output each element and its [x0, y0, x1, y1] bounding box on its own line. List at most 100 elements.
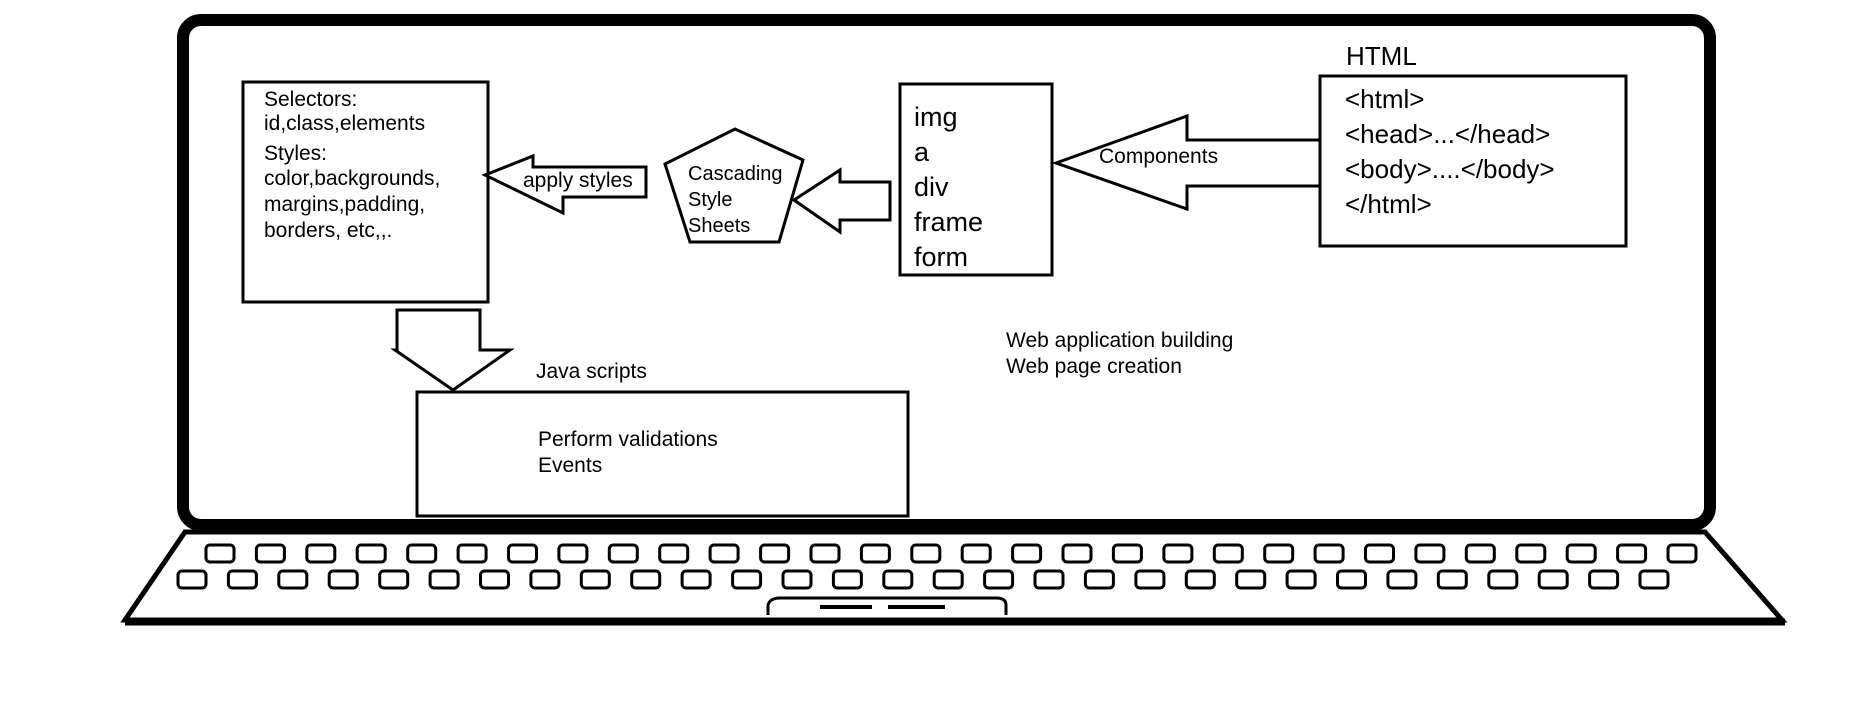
javascript-title: Java scripts [536, 360, 647, 383]
keyboard-key [277, 569, 309, 590]
keyboard-key [781, 569, 813, 590]
css-pentagon-text: Cascading Style Sheets [688, 161, 783, 239]
keyboard-key [859, 543, 891, 564]
keyboard-key [658, 543, 690, 564]
keyboard-key [882, 569, 914, 590]
apply-styles-label: apply styles [523, 169, 633, 192]
keyboard-keys [176, 543, 1698, 590]
web-note-2: Web page creation [1006, 355, 1182, 378]
keyboard-key [1083, 569, 1115, 590]
components-list: img a div frame form [914, 100, 983, 275]
keyboard-key [1436, 569, 1468, 590]
component-div: div [914, 172, 949, 202]
keyboard-key [1364, 543, 1395, 564]
down-arrow-shape [390, 308, 515, 392]
html-line-1: <html> [1345, 84, 1425, 114]
keyboard-key [1313, 543, 1345, 564]
component-img: img [914, 102, 958, 132]
keyboard-key [960, 543, 992, 564]
styles-line-1: color,backgrounds, [264, 167, 441, 190]
keyboard-key [1263, 543, 1295, 564]
keyboard-key [479, 569, 510, 590]
keyboard-key [983, 569, 1015, 590]
selectors-heading: Selectors: [264, 88, 358, 111]
keyboard-key [428, 569, 460, 590]
keyboard-key [204, 543, 236, 564]
keyboard-key [1011, 543, 1043, 564]
component-frame: frame [914, 207, 984, 237]
css-pentagon [663, 127, 805, 244]
keyboard-key [1336, 569, 1367, 590]
keyboard-key [759, 543, 791, 564]
keyboard-key [1515, 543, 1547, 564]
keyboard-key [1638, 569, 1670, 590]
selectors-text: Selectors: id,class,elements Styles: col… [264, 88, 440, 244]
html-title: HTML [1346, 41, 1417, 71]
html-box [1318, 74, 1628, 248]
selectors-styles-box [241, 80, 490, 304]
components-box [898, 82, 1054, 277]
html-line-2: <head>...</head> [1345, 119, 1551, 149]
keyboard-key [731, 569, 763, 590]
keyboard-key [1111, 543, 1143, 564]
keyboard-key [579, 569, 611, 590]
styles-line-2: margins,padding, [264, 193, 426, 216]
css-line-1: Cascading [688, 163, 783, 185]
keyboard-key [1565, 543, 1597, 564]
web-note-1: Web application building [1006, 329, 1234, 352]
javascript-lines: Perform validations Events [538, 427, 718, 479]
keyboard-key [507, 543, 538, 564]
keyboard-key [355, 543, 387, 564]
css-line-2: Style [688, 189, 733, 211]
trackpad [766, 596, 1008, 615]
html-line-4: </html> [1345, 189, 1432, 219]
styles-line-3: borders, etc,,. [264, 219, 393, 242]
keyboard-key [327, 569, 359, 590]
keyboard-key [1414, 543, 1446, 564]
keyboard-key [630, 569, 662, 590]
component-a: a [914, 137, 930, 167]
keyboard-key [456, 543, 488, 564]
components-to-css-arrow [791, 167, 892, 235]
keyboard-key [607, 543, 639, 564]
keyboard-key [1061, 543, 1093, 564]
keyboard-key [557, 543, 589, 564]
keyboard-key [1134, 569, 1166, 590]
keyboard-key [1285, 569, 1317, 590]
keyboard-key [529, 569, 561, 590]
javascript-box [415, 390, 910, 518]
web-notes: Web application building Web page creati… [1006, 328, 1233, 380]
keyboard-key [1212, 543, 1244, 564]
keyboard-key [1464, 543, 1496, 564]
keyboard-key [809, 543, 841, 564]
components-arrow-label: Components [1099, 145, 1219, 168]
keyboard-key [378, 569, 410, 590]
keyboard-key [1588, 569, 1620, 590]
keyboard-key [1616, 543, 1648, 564]
keyboard-key [1537, 569, 1569, 590]
keyboard-key [1162, 543, 1194, 564]
html-line-3: <body>....</body> [1345, 154, 1555, 184]
keyboard-key [1033, 569, 1065, 590]
styles-heading: Styles: [264, 142, 328, 165]
keyboard-key [1666, 543, 1698, 564]
keyboard-key [406, 543, 438, 564]
css-line-3: Sheets [688, 215, 751, 237]
keyboard-key [1386, 569, 1418, 590]
javascript-line-2: Events [538, 454, 603, 477]
javascript-line-1: Perform validations [538, 428, 718, 451]
selectors-value: id,class,elements [264, 112, 426, 135]
html-lines: <html> <head>...</head> <body>....</body… [1345, 82, 1555, 222]
keyboard-key [226, 569, 258, 590]
keyboard-key [680, 569, 712, 590]
keyboard-key [910, 543, 942, 564]
apply-styles-arrow [481, 153, 648, 216]
keyboard-key [1487, 569, 1519, 590]
keyboard-key [708, 543, 740, 564]
keyboard-key [176, 569, 208, 590]
keyboard-key [254, 543, 286, 564]
keyboard-key [1184, 569, 1216, 590]
keyboard-key [932, 569, 964, 590]
keyboard-key [305, 543, 337, 564]
